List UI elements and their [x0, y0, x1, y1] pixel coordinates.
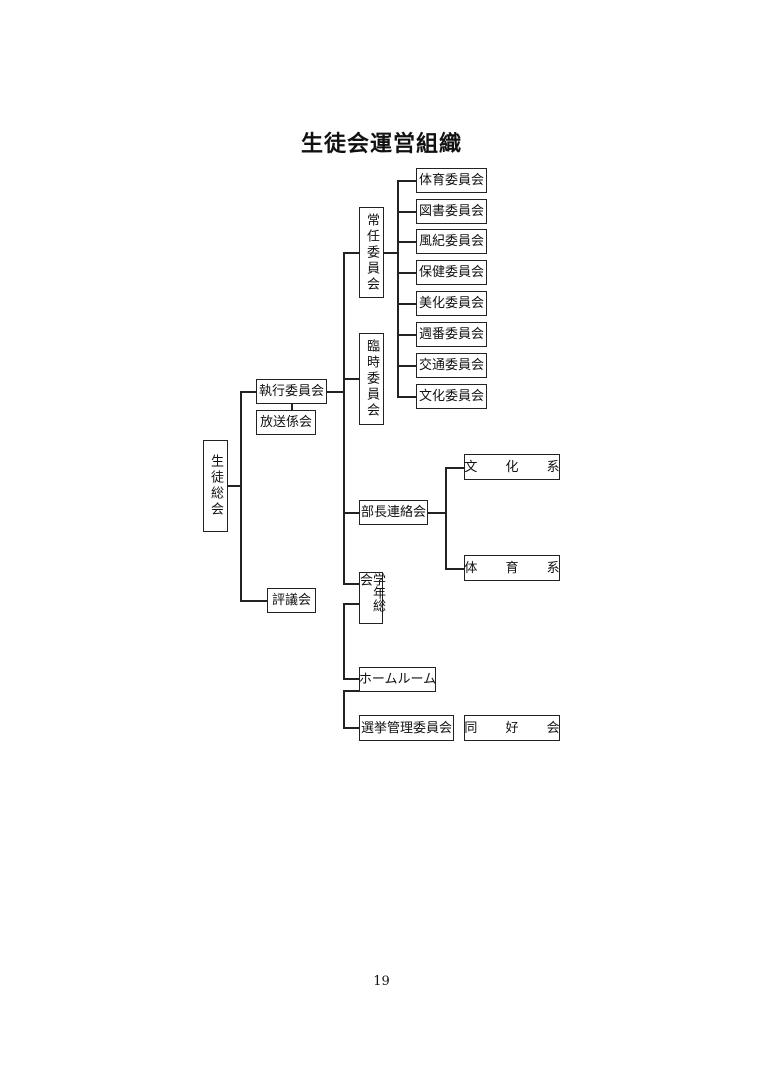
- connector: [383, 252, 398, 254]
- connector: [397, 365, 416, 367]
- page-title: 生徒会運営組織: [300, 132, 462, 157]
- connector: [397, 180, 399, 397]
- connector: [445, 467, 464, 469]
- connector: [397, 396, 416, 398]
- sports-clubs-box: 体 育 系: [464, 555, 560, 581]
- connector: [343, 252, 359, 254]
- culture-clubs-box: 文 化 系: [464, 454, 560, 480]
- connector: [240, 391, 242, 601]
- connector: [445, 568, 464, 570]
- grade-assembly-box: 学年総会: [357, 572, 385, 624]
- connector: [343, 690, 345, 728]
- broadcast-committee-box: 放送係会: [256, 410, 316, 435]
- connector: [397, 180, 416, 182]
- election-committee-box: 選挙管理委員会: [359, 715, 454, 741]
- connector: [291, 403, 293, 411]
- connector: [343, 678, 359, 680]
- connector: [397, 272, 416, 274]
- standing-subcommittee-box: 体育委員会: [416, 168, 487, 193]
- connector: [427, 512, 446, 514]
- temporary-committee-box: 臨時委員会: [359, 333, 384, 425]
- standing-subcommittee-box: 週番委員会: [416, 322, 487, 347]
- connector: [397, 211, 416, 213]
- executive-committee-box: 執行委員会: [256, 379, 327, 404]
- connector: [397, 303, 416, 305]
- connector: [343, 603, 345, 679]
- connector: [343, 690, 359, 692]
- connector: [397, 334, 416, 336]
- homeroom-box: ホームルーム: [359, 667, 436, 692]
- connector: [343, 727, 359, 729]
- standing-subcommittee-box: 保健委員会: [416, 260, 487, 285]
- student-general-assembly-box: 生徒総会: [203, 440, 228, 532]
- standing-subcommittee-box: 美化委員会: [416, 291, 487, 316]
- connector: [343, 603, 359, 605]
- connector: [343, 583, 359, 585]
- page-number: 19: [373, 974, 390, 989]
- hobby-club-box: 同 好 会: [464, 715, 560, 741]
- standing-subcommittee-box: 文化委員会: [416, 384, 487, 409]
- connector: [343, 252, 345, 584]
- connector: [227, 485, 241, 487]
- connector: [326, 391, 344, 393]
- connector: [240, 391, 256, 393]
- standing-subcommittee-box: 交通委員会: [416, 353, 487, 378]
- club-leaders-meeting-box: 部長連絡会: [359, 500, 428, 525]
- connector: [397, 241, 416, 243]
- connector: [343, 512, 359, 514]
- connector: [240, 600, 267, 602]
- connector: [343, 378, 359, 380]
- standing-subcommittee-box: 図書委員会: [416, 199, 487, 224]
- council-box: 評議会: [267, 588, 316, 613]
- standing-committee-box: 常任委員会: [359, 207, 384, 298]
- standing-subcommittee-box: 風紀委員会: [416, 229, 487, 254]
- connector: [445, 467, 447, 569]
